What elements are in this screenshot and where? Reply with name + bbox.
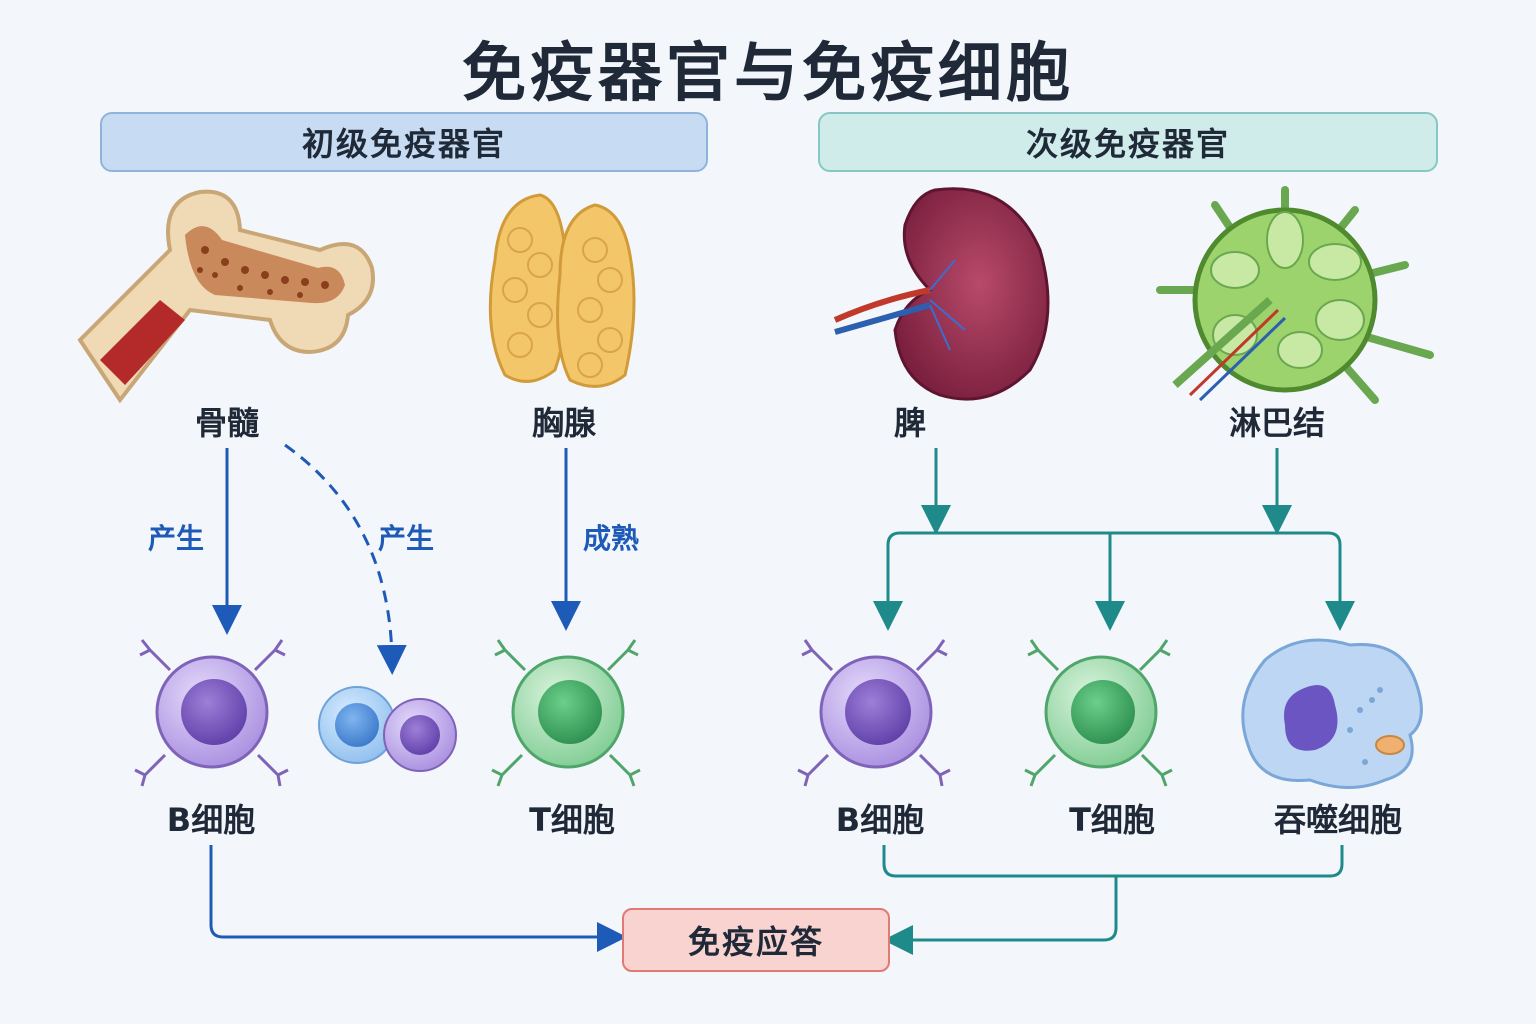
lymph-node-label: 淋巴结	[1228, 404, 1325, 442]
primary-organs-header: 初级免疫器官	[100, 112, 708, 172]
phagocyte-illustration	[1241, 638, 1423, 789]
b-cell-left-label: B细胞	[166, 801, 256, 839]
stem-cells-illustration	[318, 686, 457, 772]
t-cell-right-illustration	[1024, 639, 1173, 787]
b-cell-left-illustration	[134, 639, 289, 787]
t-cell-right-label: T细胞	[1069, 801, 1155, 839]
page-title: 免疫器官与免疫细胞	[462, 37, 1074, 111]
t-cell-left-illustration	[491, 639, 641, 787]
spleen-label: 脾	[893, 404, 926, 442]
secondary-bracket	[882, 845, 1344, 878]
mature-label: 成熟	[583, 522, 640, 555]
produce-stem-arrow	[284, 443, 407, 675]
b-to-response-arrow	[209, 845, 627, 952]
produce-b-label: 产生	[148, 522, 205, 555]
secondary-to-response-arrow	[883, 876, 1118, 955]
thymus-label: 胸腺	[531, 404, 596, 442]
phagocyte-label: 吞噬细胞	[1273, 801, 1402, 839]
b-cell-right-label: B细胞	[835, 801, 925, 839]
produce-stem-label: 产生	[378, 522, 435, 555]
bone-marrow-illustration	[77, 189, 375, 404]
t-cell-left-label: T细胞	[529, 801, 615, 839]
bone-marrow-label: 骨髓	[194, 404, 259, 442]
distribution-bracket	[886, 531, 1342, 612]
spleen-illustration	[833, 187, 1050, 401]
b-cell-right-illustration	[797, 639, 951, 787]
secondary-organs-header: 次级免疫器官	[818, 112, 1438, 172]
thymus-illustration	[488, 193, 636, 388]
lymph-node-illustration	[1156, 186, 1434, 404]
immune-response-box: 免疫应答	[622, 908, 890, 972]
